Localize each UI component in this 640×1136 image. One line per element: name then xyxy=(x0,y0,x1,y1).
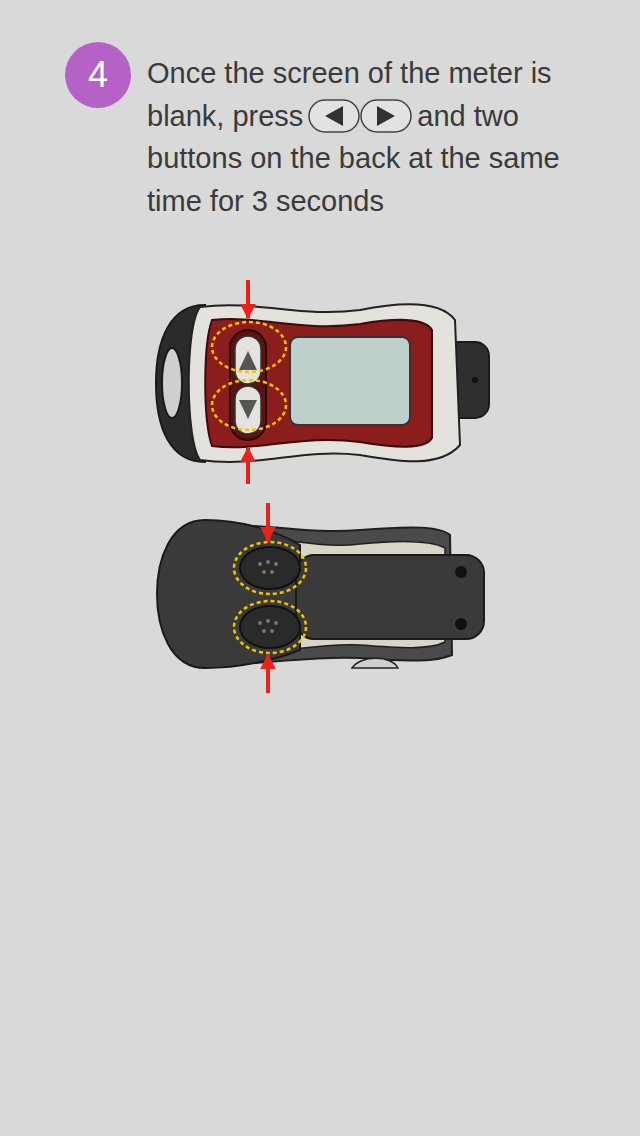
up-triangle xyxy=(239,351,257,370)
clip-rivet xyxy=(455,618,467,630)
left-triangle xyxy=(325,106,343,126)
down-button xyxy=(235,386,261,434)
highlight-ring xyxy=(212,322,286,372)
cap-highlight xyxy=(162,348,182,418)
clip-rivet xyxy=(455,566,467,578)
clip-dot xyxy=(472,377,478,383)
highlight-ring xyxy=(234,542,306,594)
instruction-text: Once the screen of the meter is blank, p… xyxy=(147,52,617,222)
step-badge: 4 xyxy=(65,42,131,108)
arrow-buttons-icon xyxy=(307,97,413,135)
press-arrow xyxy=(266,655,270,693)
step-number: 4 xyxy=(88,57,108,93)
press-arrow xyxy=(246,280,250,318)
back-button xyxy=(240,547,300,589)
button-well xyxy=(230,330,266,440)
strip-port xyxy=(352,658,398,668)
right-triangle xyxy=(377,106,395,126)
press-arrow xyxy=(266,503,270,541)
back-clip xyxy=(296,555,484,639)
back-button xyxy=(240,606,300,648)
highlight-ring xyxy=(234,601,306,653)
meter-back xyxy=(157,503,484,693)
screen xyxy=(290,337,410,425)
press-arrow xyxy=(246,448,250,484)
button-grip xyxy=(258,560,278,633)
meter-front xyxy=(156,280,489,484)
up-button xyxy=(235,336,261,384)
front-panel xyxy=(205,319,432,447)
down-triangle xyxy=(239,400,257,419)
left-button xyxy=(309,100,359,132)
highlight-ring xyxy=(212,380,286,430)
housing xyxy=(189,304,460,462)
right-button xyxy=(361,100,411,132)
